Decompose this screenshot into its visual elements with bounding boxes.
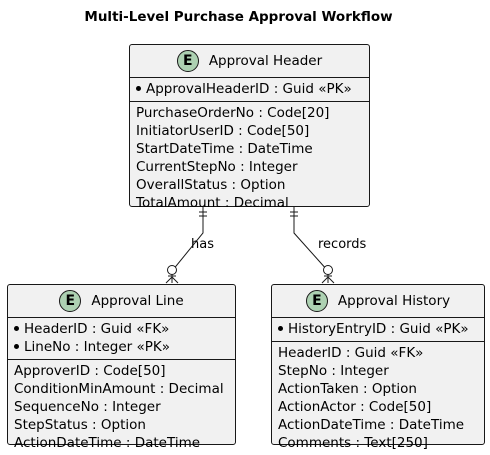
attribute: HeaderID : Guid «FK» — [278, 345, 424, 361]
attribute: ActionActor : Code[50] — [278, 399, 432, 415]
attribute: CurrentStepNo : Integer — [136, 159, 298, 175]
entity-name: Approval Header — [208, 53, 323, 69]
entity-name: Approval History — [337, 293, 451, 309]
entity-badge-icon: E — [59, 290, 82, 312]
key-attribute: HeaderID : Guid «FK» — [14, 320, 229, 338]
entity-key-section: HeaderID : Guid «FK» LineNo : Integer «P… — [8, 317, 235, 359]
attribute: ActionTaken : Option — [278, 381, 417, 397]
entity-key-section: ApprovalHeaderID : Guid «PK» — [130, 77, 369, 101]
key-bullet-icon — [14, 343, 19, 349]
key-attribute: ApprovalHeaderID : Guid «PK» — [136, 80, 363, 98]
attribute: ActionDateTime : DateTime — [278, 417, 465, 433]
entity-name: Approval Line — [91, 293, 184, 309]
key-bullet-icon — [14, 325, 19, 331]
attribute: StartDateTime : DateTime — [136, 141, 313, 157]
attribute: InitiatorUserID : Code[50] — [136, 123, 310, 139]
key-attribute: HistoryEntryID : Guid «PK» — [278, 320, 478, 338]
attribute: Comments : Text[250] — [278, 435, 428, 451]
key-bullet-icon — [136, 85, 141, 91]
entity-header: E Approval History — [272, 285, 484, 317]
attribute: SequenceNo : Integer — [14, 399, 161, 415]
entity-field-section: ApproverID : Code[50] ConditionMinAmount… — [8, 359, 235, 455]
entity-header: E Approval Line — [8, 285, 235, 317]
attribute: ConditionMinAmount : Decimal — [14, 381, 224, 397]
attribute: ApproverID : Code[50] — [14, 363, 166, 379]
key-bullet-icon — [278, 325, 283, 331]
entity-header: E Approval Header — [130, 45, 369, 77]
attribute: StepStatus : Option — [14, 417, 146, 433]
attribute: ActionDateTime : DateTime — [14, 435, 201, 451]
attribute: TotalAmount : Decimal — [136, 195, 289, 211]
attribute: OverallStatus : Option — [136, 177, 286, 193]
diagram-title: Multi-Level Purchase Approval Workflow — [84, 9, 393, 25]
relationship-label-records: records — [318, 237, 367, 252]
key-attribute: LineNo : Integer «PK» — [14, 338, 229, 356]
entity-field-section: PurchaseOrderNo : Code[20] InitiatorUser… — [130, 101, 369, 215]
entity-approval-history[interactable]: E Approval History HistoryEntryID : Guid… — [271, 284, 485, 451]
entity-approval-header[interactable]: E Approval Header ApprovalHeaderID : Gui… — [129, 44, 370, 211]
relationship-has — [165, 206, 207, 284]
entity-field-section: HeaderID : Guid «FK» StepNo : Integer Ac… — [272, 341, 484, 455]
entity-badge-icon: E — [305, 290, 328, 312]
entity-approval-line[interactable]: E Approval Line HeaderID : Guid «FK» Lin… — [7, 284, 236, 451]
entity-badge-icon: E — [176, 50, 199, 72]
entity-key-section: HistoryEntryID : Guid «PK» — [272, 317, 484, 341]
attribute: StepNo : Integer — [278, 363, 389, 379]
attribute: PurchaseOrderNo : Code[20] — [136, 105, 330, 121]
relationship-records — [290, 206, 335, 284]
relationship-label-has: has — [191, 237, 214, 252]
